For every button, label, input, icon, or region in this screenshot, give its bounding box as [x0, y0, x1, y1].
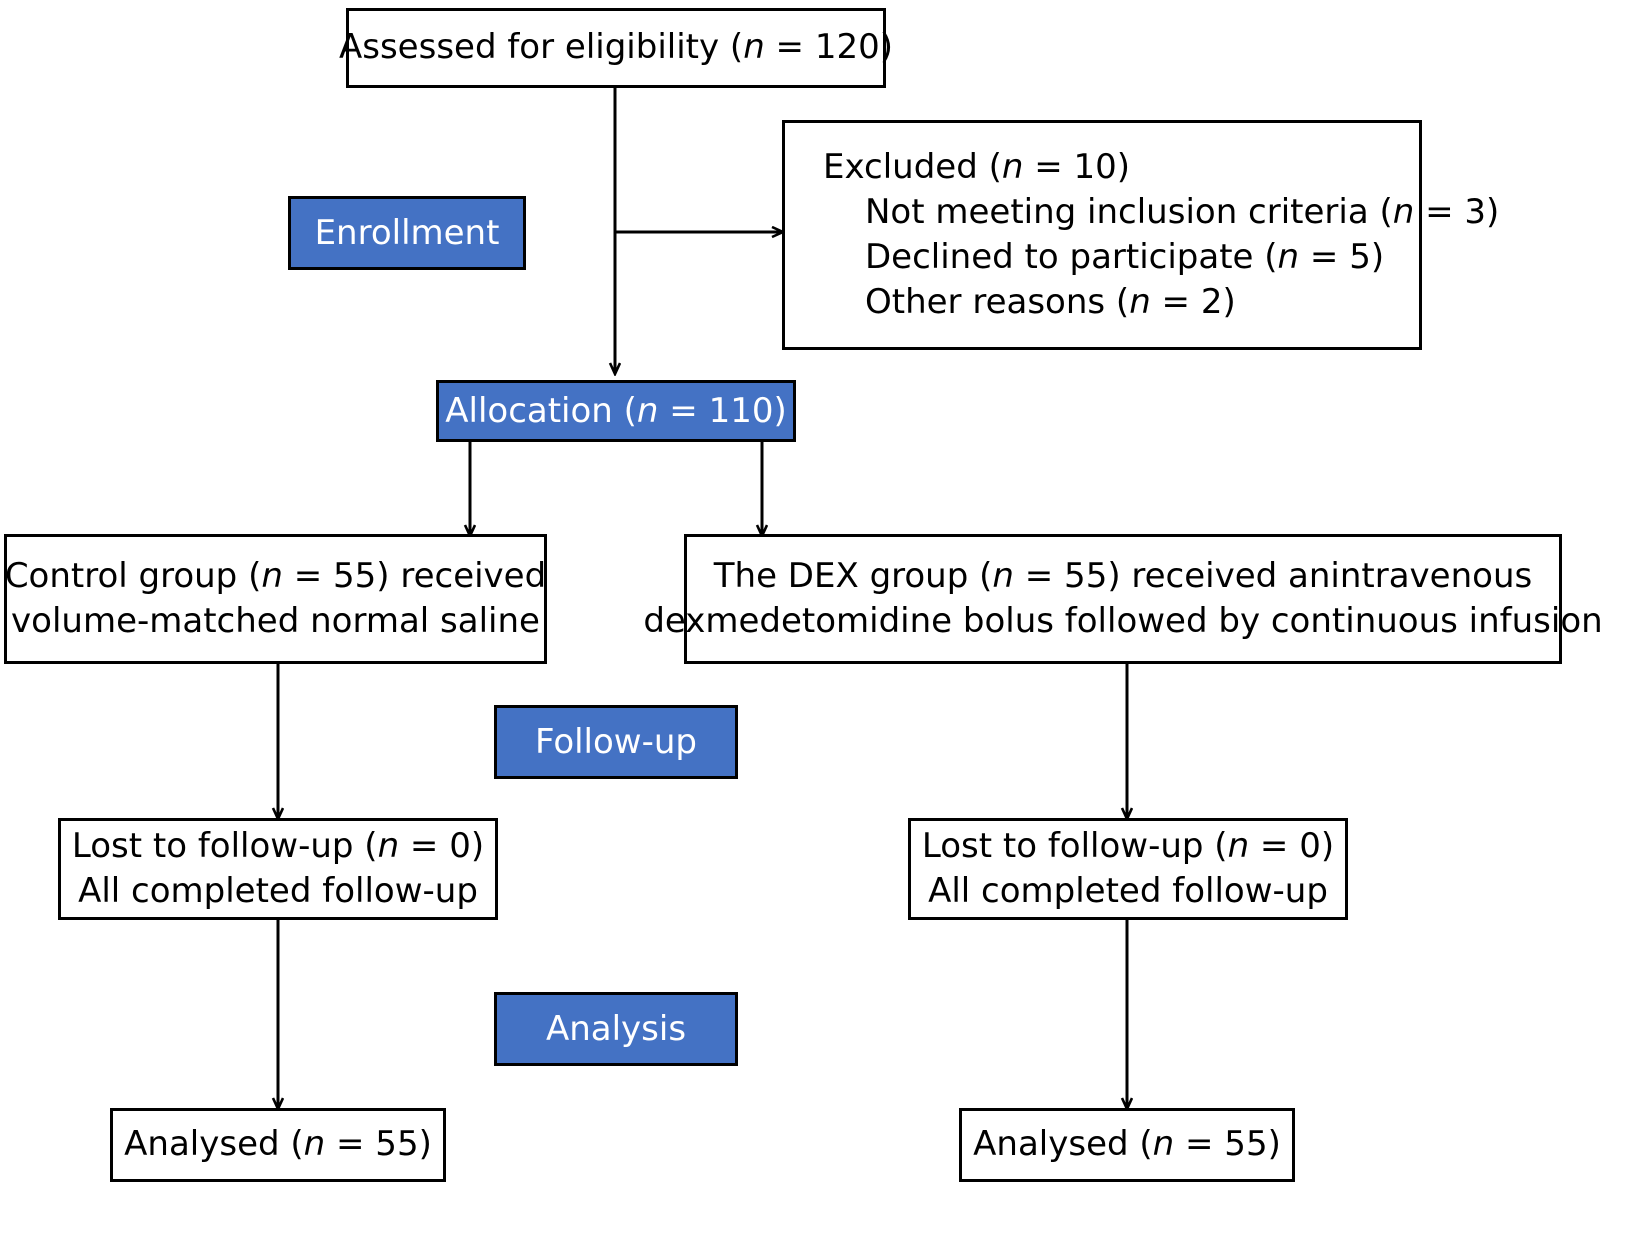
assessed-text-suffix: = 120): [764, 27, 894, 68]
control-line1-suffix: = 55) received: [282, 555, 547, 596]
dex-analysed-text: Analysed (n = 55): [973, 1122, 1281, 1167]
stage-label-allocation: Allocation (n = 110): [436, 380, 796, 442]
reason1-prefix: Not meeting inclusion criteria (: [865, 191, 1393, 232]
allocation-label-text: Allocation (n = 110): [445, 391, 787, 432]
dex-group-line2: dexmedetomidine bolus followed by contin…: [643, 601, 1603, 641]
dex-lost-n-symbol: n: [1227, 825, 1250, 866]
node-control-lost-to-follow-up: Lost to follow-up (n = 0) All completed …: [58, 818, 498, 920]
reason3-prefix: Other reasons (: [865, 282, 1130, 323]
control-analysed-suffix: = 55): [325, 1124, 432, 1165]
allocation-suffix: = 110): [658, 390, 787, 431]
dex-analysed-prefix: Analysed (: [973, 1124, 1153, 1165]
assessed-n-symbol: n: [743, 27, 765, 68]
allocation-n-symbol: n: [636, 390, 659, 431]
dex-analysed-suffix: = 55): [1174, 1124, 1281, 1165]
control-analysed-n-symbol: n: [303, 1124, 326, 1165]
dex-line1-suffix: = 55) received anintravenous: [1013, 555, 1533, 596]
stage-label-enrollment: Enrollment: [288, 196, 526, 270]
enrollment-label-text: Enrollment: [314, 212, 500, 253]
dex-lost-suffix: = 0): [1249, 825, 1335, 866]
reason1-suffix: = 3): [1414, 191, 1500, 232]
allocation-prefix: Allocation (: [445, 390, 637, 431]
control-group-line2: volume-matched normal saline: [11, 601, 540, 641]
dex-followup-line2: All completed follow-up: [928, 871, 1328, 911]
control-followup-line1: Lost to follow-up (n = 0): [72, 824, 484, 869]
excluded-heading-prefix: Excluded (: [823, 146, 1002, 187]
excluded-heading-suffix: = 10): [1023, 146, 1131, 187]
excluded-reason-other: Other reasons (n = 2): [823, 280, 1236, 325]
dex-n-symbol: n: [992, 555, 1014, 596]
control-analysed-text: Analysed (n = 55): [124, 1122, 432, 1167]
control-lost-suffix: = 0): [399, 825, 485, 866]
analysis-label-text: Analysis: [545, 1008, 687, 1049]
node-control-group: Control group (n = 55) received volume-m…: [4, 534, 547, 664]
control-analysed-prefix: Analysed (: [124, 1124, 304, 1165]
node-dex-group: The DEX group (n = 55) received anintrav…: [643, 534, 1603, 664]
node-assessed-for-eligibility: Assessed for eligibility (n = 120): [339, 8, 893, 88]
excluded-reason-declined: Declined to participate (n = 5): [823, 235, 1384, 280]
node-dex-lost-to-follow-up: Lost to follow-up (n = 0) All completed …: [908, 818, 1348, 920]
dex-lost-prefix: Lost to follow-up (: [921, 825, 1228, 866]
control-n-symbol: n: [261, 555, 283, 596]
dex-line1-prefix: The DEX group (: [713, 555, 993, 596]
control-lost-n-symbol: n: [377, 825, 400, 866]
reason2-n-symbol: n: [1277, 237, 1300, 277]
stage-label-follow-up: Follow-up: [494, 705, 738, 779]
node-excluded: Excluded (n = 10) Not meeting inclusion …: [782, 120, 1499, 350]
control-line1-prefix: Control group (: [4, 555, 262, 596]
excluded-heading: Excluded (n = 10): [823, 145, 1130, 190]
node-control-analysed: Analysed (n = 55): [110, 1108, 446, 1182]
stage-label-analysis: Analysis: [494, 992, 738, 1066]
assessed-text-prefix: Assessed for eligibility (: [339, 27, 744, 68]
excluded-reason-not-meeting-criteria: Not meeting inclusion criteria (n = 3): [823, 190, 1499, 235]
reason1-n-symbol: n: [1392, 191, 1415, 232]
reason2-suffix: = 5): [1299, 237, 1385, 277]
control-group-line1: Control group (n = 55) received: [5, 554, 546, 599]
dex-analysed-n-symbol: n: [1152, 1124, 1175, 1165]
reason2-prefix: Declined to participate (: [865, 237, 1278, 277]
dex-followup-line1: Lost to follow-up (n = 0): [922, 824, 1334, 869]
reason3-suffix: = 2): [1150, 282, 1236, 323]
reason3-n-symbol: n: [1129, 282, 1151, 323]
control-followup-line2: All completed follow-up: [78, 871, 478, 911]
assessed-text: Assessed for eligibility (n = 120): [339, 25, 893, 70]
dex-group-line1: The DEX group (n = 55) received anintrav…: [714, 554, 1532, 599]
control-lost-prefix: Lost to follow-up (: [71, 825, 378, 866]
followup-label-text: Follow-up: [534, 721, 698, 762]
excluded-n-symbol: n: [1001, 146, 1024, 187]
node-dex-analysed: Analysed (n = 55): [959, 1108, 1295, 1182]
